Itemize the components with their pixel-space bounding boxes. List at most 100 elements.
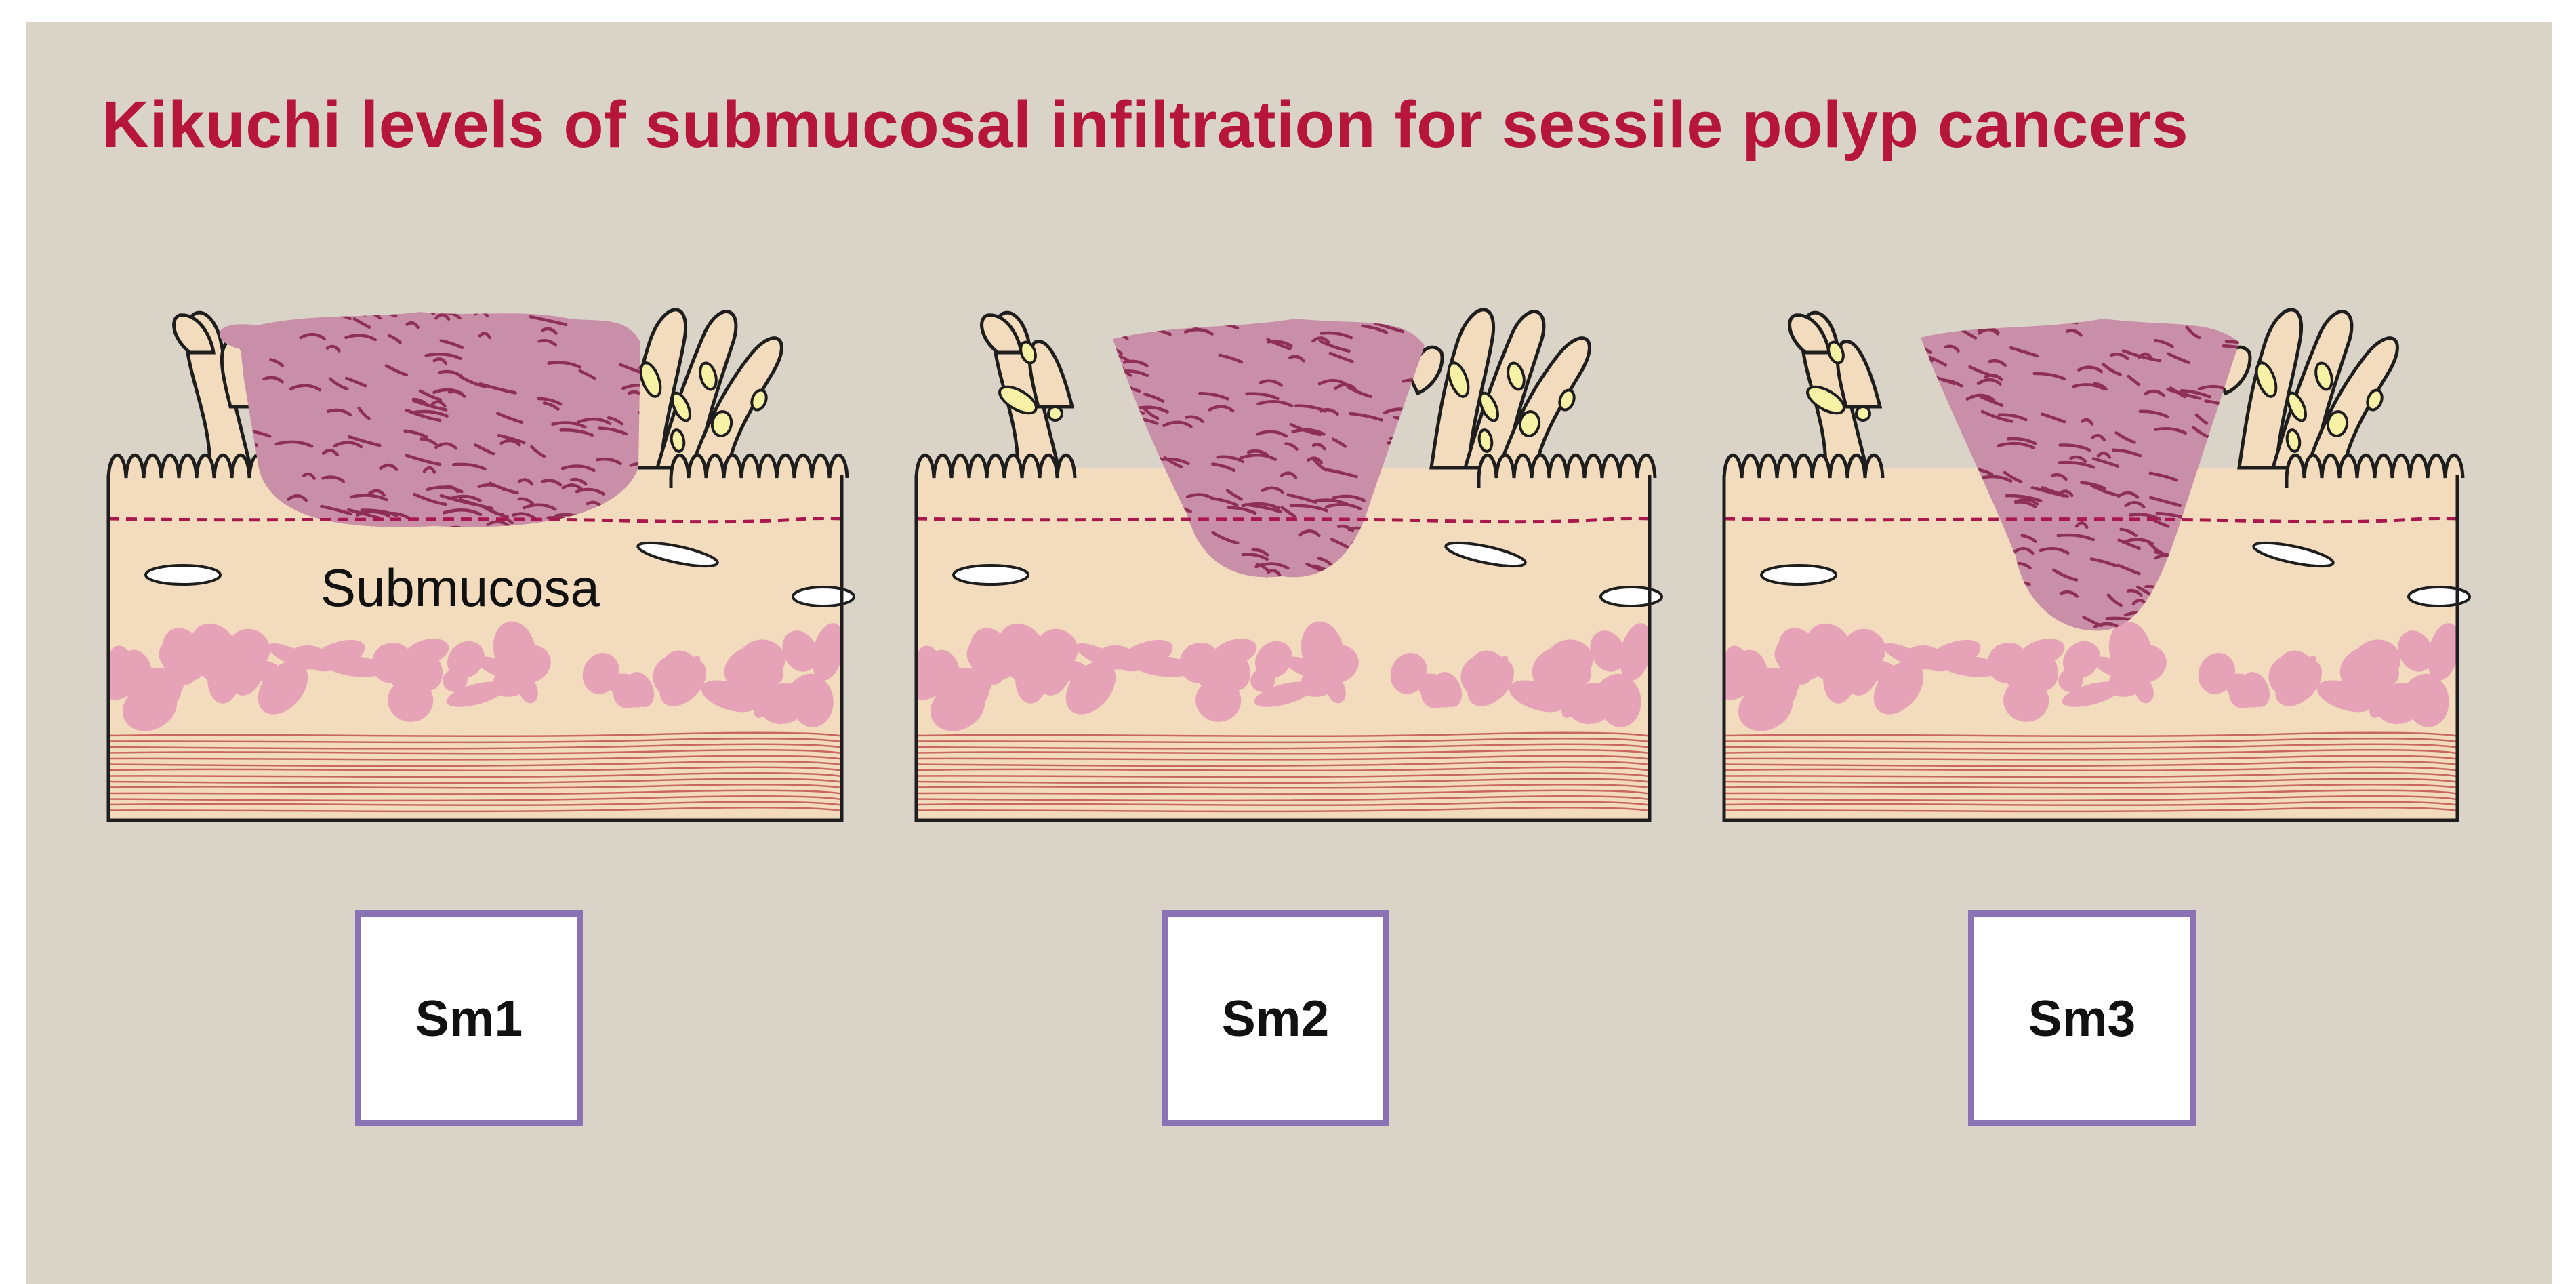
tissue-outline (1722, 475, 2459, 822)
cancer-strand (1307, 456, 1323, 464)
muscle-fiber (916, 801, 1651, 807)
lymphoid-blob (1594, 673, 1633, 709)
gland-lumen (1518, 410, 1541, 437)
cancer-strand (560, 464, 596, 473)
lymphoid-blob (1132, 656, 1195, 677)
cancer-strand (2149, 496, 2182, 508)
lymphoid-blob (1065, 661, 1116, 715)
lymphoid-blob (1254, 681, 1313, 707)
lymphoid-blob (1467, 650, 1509, 700)
cancer-strand (1225, 489, 1243, 501)
cancer-strand (387, 334, 402, 344)
cancer-strand (2101, 362, 2123, 376)
cancer-strand (607, 416, 623, 426)
muscle-fiber (1723, 731, 2459, 738)
cancer-strand (497, 433, 526, 445)
cancer-strand (2121, 538, 2154, 546)
muscle-fiber (108, 755, 843, 761)
cancer-strand (2014, 498, 2039, 506)
cancer-strand (1259, 379, 1283, 387)
gland-lumen (1479, 391, 1499, 422)
cancer-strand (1349, 412, 1384, 422)
submucosal-vessel (1760, 564, 1837, 586)
cancer-strand (1328, 351, 1354, 363)
gland-lumen (998, 385, 1038, 415)
cancer-strand (1208, 405, 1235, 413)
cancer-strand (419, 437, 438, 446)
cancer-strand (1162, 420, 1193, 428)
cancer-strand (1239, 453, 1277, 461)
cancer-strand (1289, 423, 1322, 437)
cancer-strand (597, 426, 628, 436)
lymphoid-blob (782, 630, 818, 672)
cancer-strand (1289, 504, 1329, 513)
cancer-strand (2224, 340, 2239, 349)
cancer-strand (570, 477, 588, 486)
cancer-strand (1320, 331, 1353, 340)
cancer-strand (1246, 449, 1270, 458)
cancer-strand (517, 478, 534, 486)
cancer-strand (2124, 501, 2146, 509)
cancer-strand (2114, 431, 2136, 444)
cancer-strand (2032, 372, 2066, 381)
lymphoid-blob (1075, 643, 1124, 670)
cancer-strand (1311, 443, 1326, 451)
villus-shape (980, 313, 1023, 355)
cancer-strand (405, 408, 442, 422)
cancer-strand (384, 364, 409, 377)
muscle-fiber (916, 807, 1651, 813)
cancer-strand (1311, 336, 1330, 344)
gland-lumen (750, 388, 768, 412)
cancer-strand (547, 361, 581, 369)
lymphoid-blob (1883, 643, 1932, 670)
cancer-strand (2117, 491, 2140, 499)
cancer-strand (1312, 458, 1328, 472)
cancer-strand (478, 332, 491, 340)
lymphoid-blob (812, 623, 842, 681)
lymphoid-blob (267, 643, 316, 670)
cancer-strand (403, 429, 429, 439)
cancer-strand (1251, 548, 1269, 557)
cancer-strand (2040, 412, 2066, 424)
sm1-label: Sm1 (415, 990, 523, 1047)
lymphoid-blob (1537, 646, 1587, 701)
lymphoid-blob (2020, 639, 2065, 666)
muscle-fiber (1723, 807, 2459, 813)
cancer-strand (2030, 486, 2066, 498)
gland-lumen (670, 428, 686, 453)
muscularis-mucosae-line (1723, 517, 2458, 524)
cancer-strand (432, 357, 448, 365)
cancer-strand (1317, 557, 1333, 567)
muscle-fiber (1723, 749, 2459, 755)
cancer-strand (405, 321, 420, 329)
lymphoid-blob (1590, 630, 1626, 672)
cancer-strand (488, 481, 519, 495)
cancer-strand (344, 376, 367, 388)
cancer-strand (1324, 502, 1362, 510)
lymphoid-blob (1271, 645, 1290, 675)
gland-lumen (2314, 361, 2333, 391)
villus-shape (172, 313, 216, 355)
cancer-strand (2058, 443, 2091, 452)
cancer-strand (1198, 391, 1230, 401)
cancer-strand (499, 439, 521, 447)
lymphoid-blob (2003, 679, 2049, 722)
cancer-strand (2081, 418, 2094, 426)
cancer-strand (367, 489, 386, 497)
cancer-strand (1997, 441, 2036, 449)
cancer-strand (379, 463, 398, 471)
cancer-strand (2096, 451, 2112, 459)
gland-lumen (671, 391, 691, 422)
cancer-strand (629, 461, 641, 469)
lymphoid-blob (1561, 685, 1587, 718)
cancer-strand (559, 428, 594, 437)
cancer-strand (405, 454, 442, 466)
submucosal-vessel (1444, 541, 1527, 568)
cancer-strand (434, 313, 451, 321)
gland-lumen (1477, 428, 1494, 453)
cancer-strand (269, 358, 285, 367)
muscle-fiber (108, 807, 843, 813)
cancer-strand (2089, 557, 2119, 568)
cancer-strand (262, 376, 284, 384)
cancer-strand (2050, 473, 2068, 481)
